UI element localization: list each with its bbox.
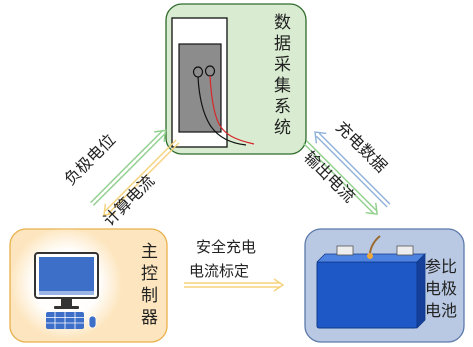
battery-label-line3: 电池 — [425, 301, 457, 320]
bottom-label-line2: 电流标定 — [189, 262, 249, 280]
right-arrow-outgoing — [314, 131, 391, 208]
right-outgoing-label: 充电数据 — [332, 117, 391, 176]
bottom-label-line1: 安全充电 — [196, 238, 256, 256]
left-arrow-incoming — [103, 139, 180, 216]
battery-box: 参比 电极 电池 — [304, 228, 465, 343]
battery-label-line1: 参比 — [425, 257, 457, 276]
bottom-arrow — [184, 278, 285, 292]
left-incoming-label: 计算电流 — [99, 171, 158, 230]
main-controller-label: 主控制器 — [141, 242, 158, 328]
main-controller-box: 主控制器 — [9, 227, 168, 343]
right-arrow-incoming — [303, 140, 378, 215]
battery-icon — [316, 235, 426, 329]
data-acquisition-label: 数据采集系统 — [274, 13, 291, 138]
data-acquisition-box: 数据采集系统 — [165, 3, 307, 155]
computer-icon — [34, 252, 99, 329]
data-acquisition-device-icon — [171, 17, 255, 148]
right-incoming-label: 输出电流 — [300, 147, 359, 206]
left-arrow-outgoing — [90, 129, 167, 206]
battery-label: 参比 电极 电池 — [425, 257, 457, 320]
battery-label-line2: 电极 — [425, 279, 457, 298]
left-outgoing-label: 负极电位 — [60, 130, 119, 189]
